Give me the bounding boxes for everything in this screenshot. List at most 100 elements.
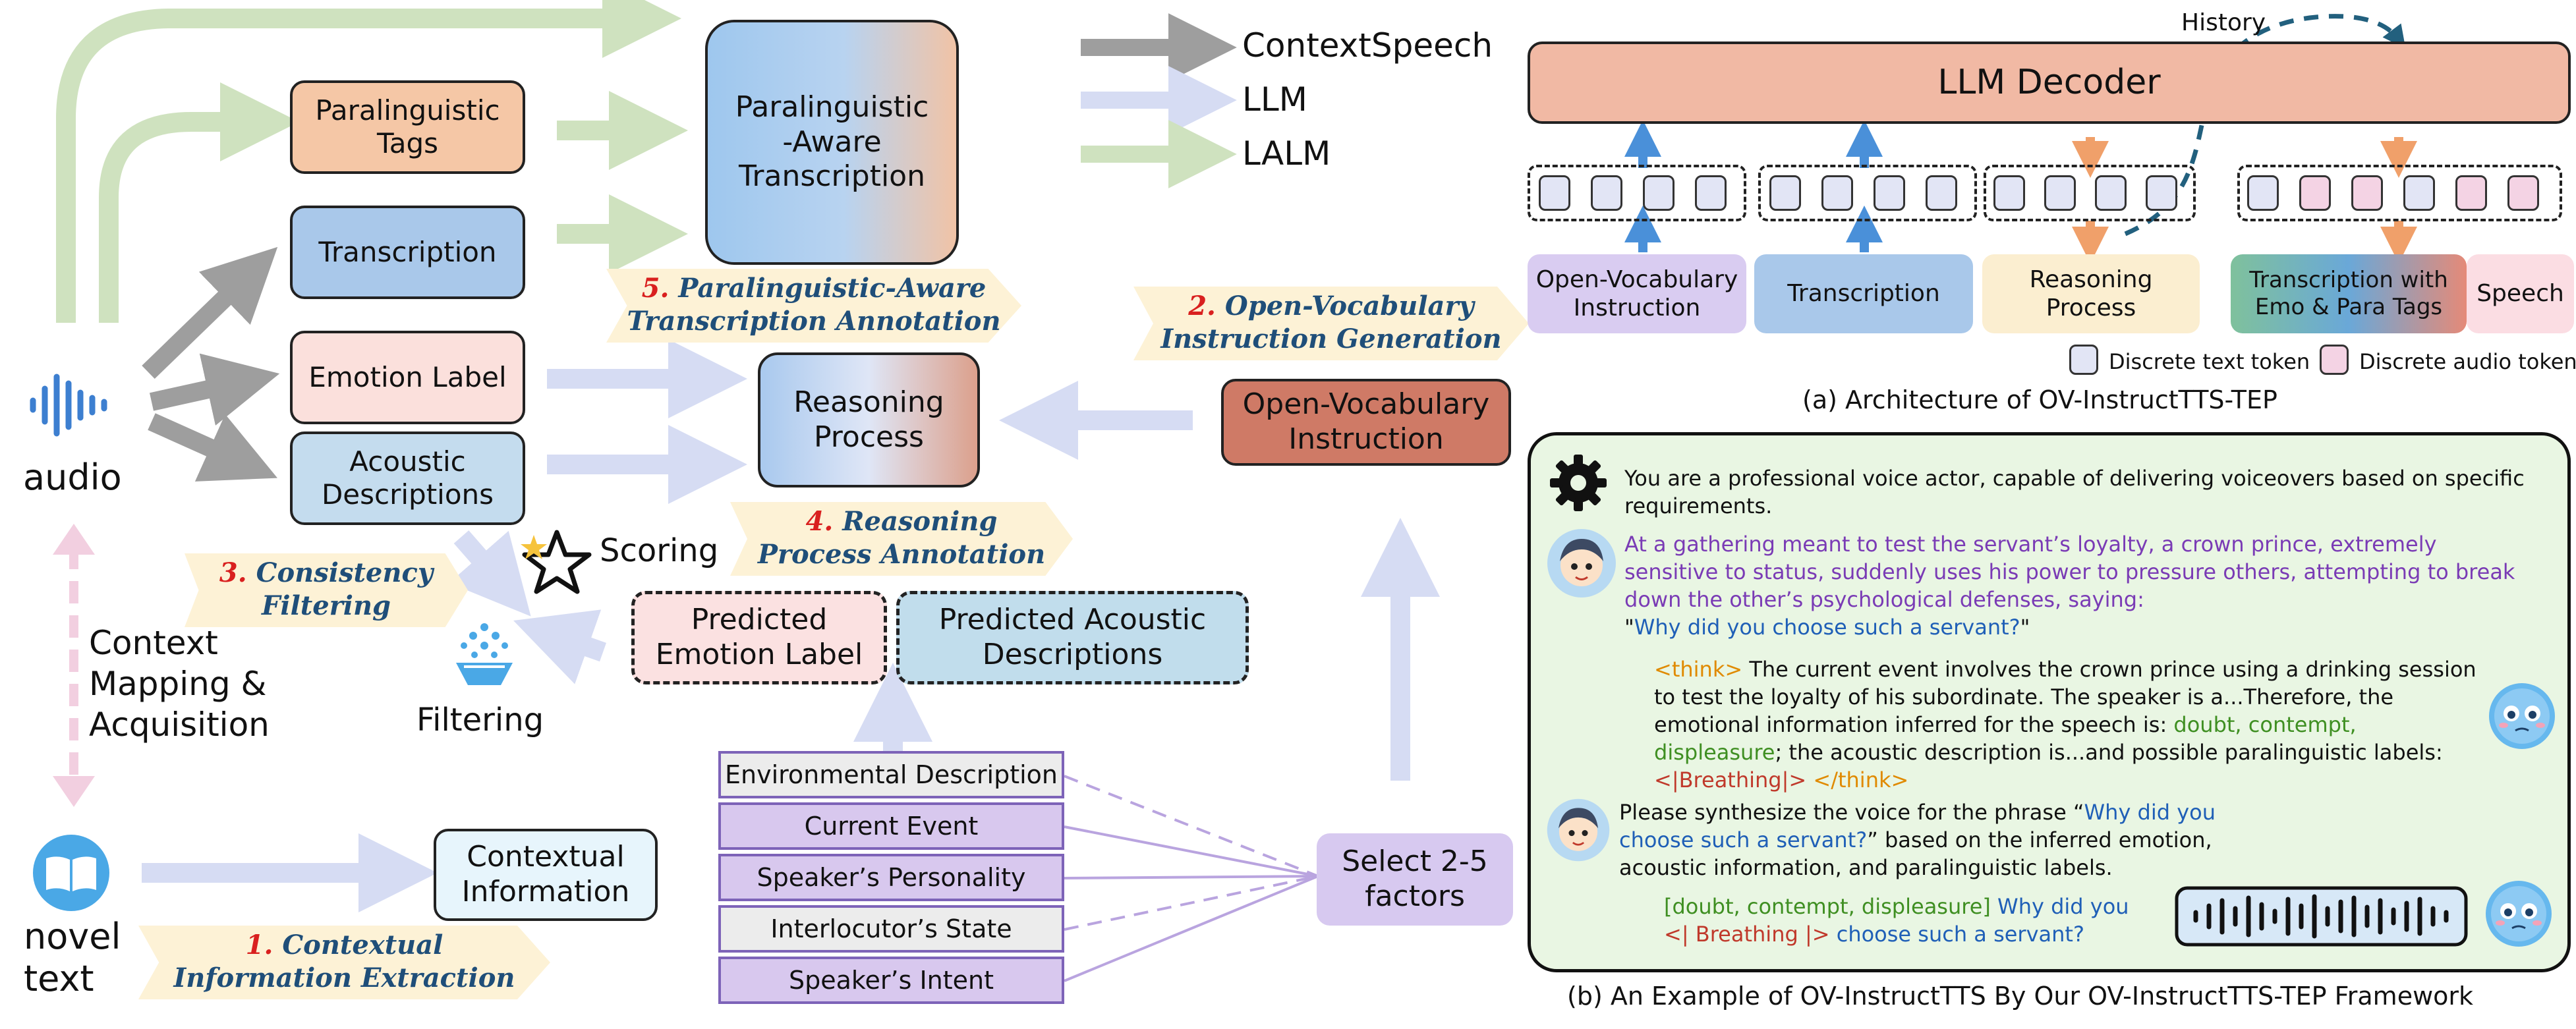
select-factors-box: Select 2-5 factors <box>1317 833 1513 926</box>
step5-label: 5. Paralinguistic-Aware Transcription An… <box>616 272 1012 338</box>
novel-label: novel text <box>24 916 121 1000</box>
history-label: History <box>2181 9 2266 36</box>
arch-reasoning-box: Reasoning Process <box>1982 254 2200 333</box>
filter-icon <box>456 623 513 685</box>
factor-environmental-description: Environmental Description <box>718 751 1064 798</box>
text-token <box>1993 175 2025 211</box>
step2-line2: Instruction Generation <box>1160 323 1502 354</box>
reasoning-process-box: Reasoning Process <box>758 352 980 487</box>
legend-audio-token-swatch <box>2320 345 2349 375</box>
star-icon <box>521 530 592 594</box>
legend-text-token-swatch <box>2069 345 2098 375</box>
factor-line-event <box>1064 825 1319 877</box>
architecture-caption: (a) Architecture of OV-InstructTTS-TEP <box>1802 385 2277 414</box>
paralinguistic-aware-transcription-box: Paralinguistic -Aware Transcription <box>705 20 959 265</box>
factor-line-interlocutor <box>1064 875 1319 931</box>
output-label: <| Breathing |> <box>1664 922 1830 947</box>
step4-banner <box>730 502 1073 576</box>
text-token <box>1643 175 1674 211</box>
scoring-label: Scoring <box>600 532 719 569</box>
step3-label: 3. Consistency Filtering <box>198 557 455 623</box>
novel-label-line1: novel <box>24 916 121 957</box>
emotion-label-box: Emotion Label <box>290 331 525 424</box>
legend-lalm-label: LALM <box>1242 134 1331 173</box>
step4-line1: Reasoning <box>842 506 998 537</box>
legend-contextspeech-label: ContextSpeech <box>1242 26 1493 65</box>
token-group-transcription <box>1758 165 1977 221</box>
audio-waveform-icon <box>30 374 107 437</box>
audio-to-emotion-arrow <box>149 353 280 426</box>
text-token <box>1874 175 1905 211</box>
factor-line-intent <box>1064 875 1319 982</box>
audio-to-transcription-arrow <box>142 246 278 379</box>
user-message-1-quote: Why did you choose such a servant? <box>1634 615 2020 640</box>
step1-label: 1. Contextual Information Extraction <box>152 929 537 995</box>
output-tags: [doubt, contempt, displeasure] <box>1664 894 1991 919</box>
text-token <box>1539 175 1570 211</box>
llm-decoder-box: LLM Decoder <box>1528 42 2571 124</box>
step3-number: 3. <box>219 557 247 588</box>
think-open-tag: <think> <box>1654 657 1743 682</box>
acoustic-to-filter-arrow <box>449 530 531 617</box>
factor-speaker-personality: Speaker’s Personality <box>718 854 1064 901</box>
audio-to-acoustic-arrow <box>148 413 277 482</box>
assistant-output-text: [doubt, contempt, displeasure] Why did y… <box>1664 893 2155 948</box>
audio-token <box>2507 175 2539 211</box>
system-prompt-text: You are a professional voice actor, capa… <box>1624 466 2525 518</box>
text-token <box>1695 175 1727 211</box>
step2-line1: Open-Vocabulary <box>1224 291 1474 321</box>
token-group-instruction <box>1528 165 1746 221</box>
step1-line2: Information Extraction <box>173 962 515 993</box>
think-body-1: The current event involves the crown pri… <box>1654 657 2476 737</box>
robot-avatar-icon <box>2489 683 2555 749</box>
example-panel <box>1528 432 2571 972</box>
audio-to-top-arrow <box>56 0 681 323</box>
factor-current-event: Current Event <box>718 802 1064 850</box>
think-emotions: doubt, contempt, displeasure <box>1654 712 2357 765</box>
user-message-1-context: At a gathering meant to test the servant… <box>1624 532 2515 612</box>
step4-line2: Process Annotation <box>757 539 1046 570</box>
step2-label: 2. Open-Vocabulary Instruction Generatio… <box>1140 290 1522 356</box>
step1-line1: Contextual <box>282 930 444 960</box>
user-message-2-quote: Why did you choose such a servant? <box>1619 800 2216 852</box>
context-mapping-line2: Mapping & <box>89 665 267 703</box>
step3-line2: Filtering <box>261 590 391 621</box>
example-caption: (b) An Example of OV-InstructTTS By Our … <box>1567 982 2474 1011</box>
factor-speaker-intent: Speaker’s Intent <box>718 957 1064 1004</box>
text-token <box>1926 175 1957 211</box>
assistant-think-text: <think> The current event involves the c… <box>1654 655 2478 794</box>
arch-transcription-tags-box: Transcription with Emo & Para Tags <box>2231 254 2467 333</box>
step3-line1: Consistency <box>256 557 434 588</box>
step4-label: 4. Reasoning Process Annotation <box>737 505 1066 571</box>
user-message-2-prefix: Please synthesize the voice for the phra… <box>1619 800 2084 825</box>
text-token <box>2403 175 2435 211</box>
legend-text-token-label: Discrete text token <box>2109 349 2310 374</box>
token-group-reasoning <box>1984 165 2196 221</box>
context-mapping-line1: Context <box>89 624 218 662</box>
predicted-to-filter-arrow <box>513 609 606 684</box>
factor-interlocutor-state: Interlocutor’s State <box>718 905 1064 953</box>
output-text-2: choose such a servant? <box>1829 922 2084 947</box>
legend-audio-token-label: Discrete audio token <box>2359 349 2576 374</box>
step1-banner <box>138 926 550 999</box>
user-message-1-quote-open: " <box>1624 615 1634 640</box>
arch-ov-instruction-box: Open-Vocabulary Instruction <box>1528 254 1746 333</box>
context-mapping-head-down <box>53 776 95 807</box>
user-avatar-icon <box>1547 529 1616 598</box>
step4-number: 4. <box>805 506 834 537</box>
user-message-2: Please synthesize the voice for the phra… <box>1619 798 2252 881</box>
think-body-2: ; the acoustic description is...and poss… <box>1775 740 2443 765</box>
step5-banner <box>606 269 1021 343</box>
output-text-1: Why did you <box>1990 894 2129 919</box>
predicted-emotion-label-box: Predicted Emotion Label <box>631 591 887 684</box>
audio-to-tags-arrow <box>99 82 299 323</box>
context-mapping-label: Context Mapping & Acquisition <box>89 623 270 745</box>
think-label: <|Breathing|> <box>1654 767 1807 793</box>
novel-label-line2: text <box>24 958 94 999</box>
legend-llm-label: LLM <box>1242 80 1307 119</box>
factor-line-environment <box>1064 775 1319 877</box>
transcription-box: Transcription <box>290 206 525 299</box>
acoustic-descriptions-box: Acoustic Descriptions <box>290 431 525 525</box>
